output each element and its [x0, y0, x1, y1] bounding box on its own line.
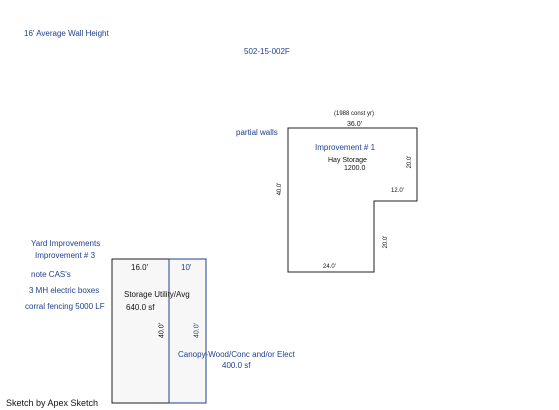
improvement-1-name: Hay Storage [328, 157, 367, 164]
electric-boxes-note: 3 MH electric boxes [29, 286, 100, 295]
partial-walls-note: partial walls [236, 128, 278, 137]
canopy-area: 400.0 sf [222, 361, 251, 370]
improvement-1-dim-top: 36.0' [347, 121, 362, 128]
storage-name: Storage Utility/Avg [124, 290, 190, 299]
cas-note: note CAS's [31, 270, 71, 279]
improvement-1-outline [287, 127, 418, 273]
storage-dim-top: 16.0' [131, 263, 149, 272]
parcel-id: 502-15-002F [244, 47, 290, 56]
yard-improvements-label: Yard Improvements [31, 239, 101, 248]
storage-area: 640.0 sf [126, 303, 155, 312]
improvement-1-dim-notch: 12.0' [391, 188, 404, 194]
storage-outline [111, 258, 170, 404]
improvement-1-area: 1200.0 [344, 165, 366, 172]
improvement-1-dim-right-bottom: 20.0' [383, 235, 389, 249]
canopy-dim-side: 40.0' [193, 323, 201, 338]
canopy-dim-top: 10' [181, 263, 192, 272]
improvement-1-dim-left: 40.0' [277, 182, 283, 196]
canopy-outline [168, 258, 207, 404]
sketch-credit: Sketch by Apex Sketch [6, 398, 99, 408]
improvement-1-dim-bottom: 24.0' [323, 264, 336, 270]
improvement-1-dim-right-top: 20.0' [407, 155, 413, 169]
corral-fencing-note: corral fencing 5000 LF [25, 302, 105, 311]
storage-dim-right: 40.0' [158, 323, 166, 338]
improvement-3-label: Improvement # 3 [35, 251, 96, 260]
wall-height-note: 16' Average Wall Height [24, 29, 109, 38]
construction-year: (1988 const yr) [334, 111, 375, 117]
canopy-name: Canopy-Wood/Conc and/or Elect [178, 350, 295, 359]
improvement-1-title: Improvement # 1 [315, 143, 376, 152]
